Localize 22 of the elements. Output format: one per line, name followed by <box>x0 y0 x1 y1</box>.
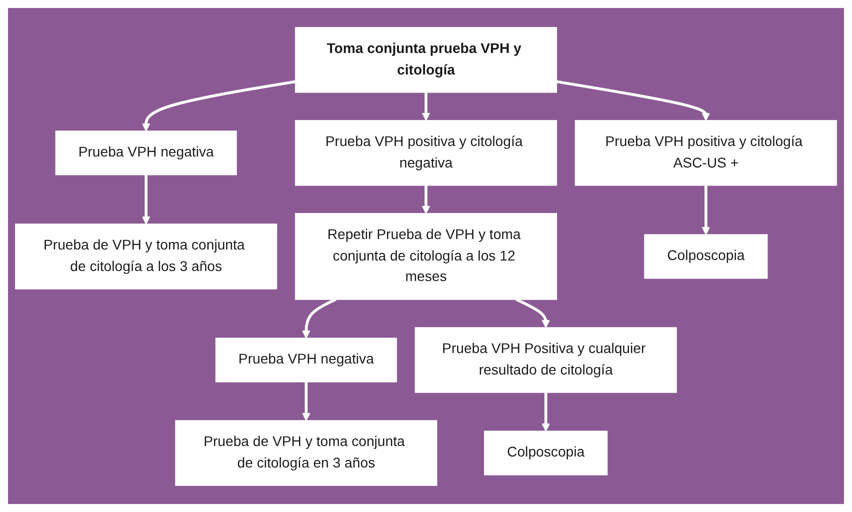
arrow <box>702 184 710 235</box>
arrow <box>142 80 296 131</box>
arrow <box>142 174 150 224</box>
arrow <box>422 92 430 120</box>
arrow <box>302 381 310 421</box>
panel-background: Toma conjunta prueba VPH y citología Prueba VPH negativa Prueba VPH positiva y citología negativa Prueba VPH positiva y citología ASC-US + Prueba de VPH y toma conjunta de citología a los 3 años Repetir Prueba de VPH y toma conjunta de citología a los 12 meses Colposcopia Prueba VPH negativa Prueba VPH Positiva y cualquier resultado de citología Prueba de VPH y toma conjunta de citología en 3 años Colposcopia <box>8 8 844 504</box>
node-box <box>414 326 677 392</box>
arrow <box>542 392 550 432</box>
node-box <box>215 337 397 382</box>
node-box <box>15 223 278 289</box>
node-box <box>484 430 608 475</box>
arrow <box>422 184 430 214</box>
node-box <box>574 120 837 186</box>
node-box <box>294 120 558 186</box>
node-box <box>294 212 558 300</box>
arrow <box>556 80 710 120</box>
arrow <box>516 298 550 328</box>
arrow <box>302 298 336 338</box>
node-box <box>644 234 768 278</box>
node-box <box>294 26 558 92</box>
node-box <box>175 420 438 486</box>
node-box <box>55 130 237 175</box>
